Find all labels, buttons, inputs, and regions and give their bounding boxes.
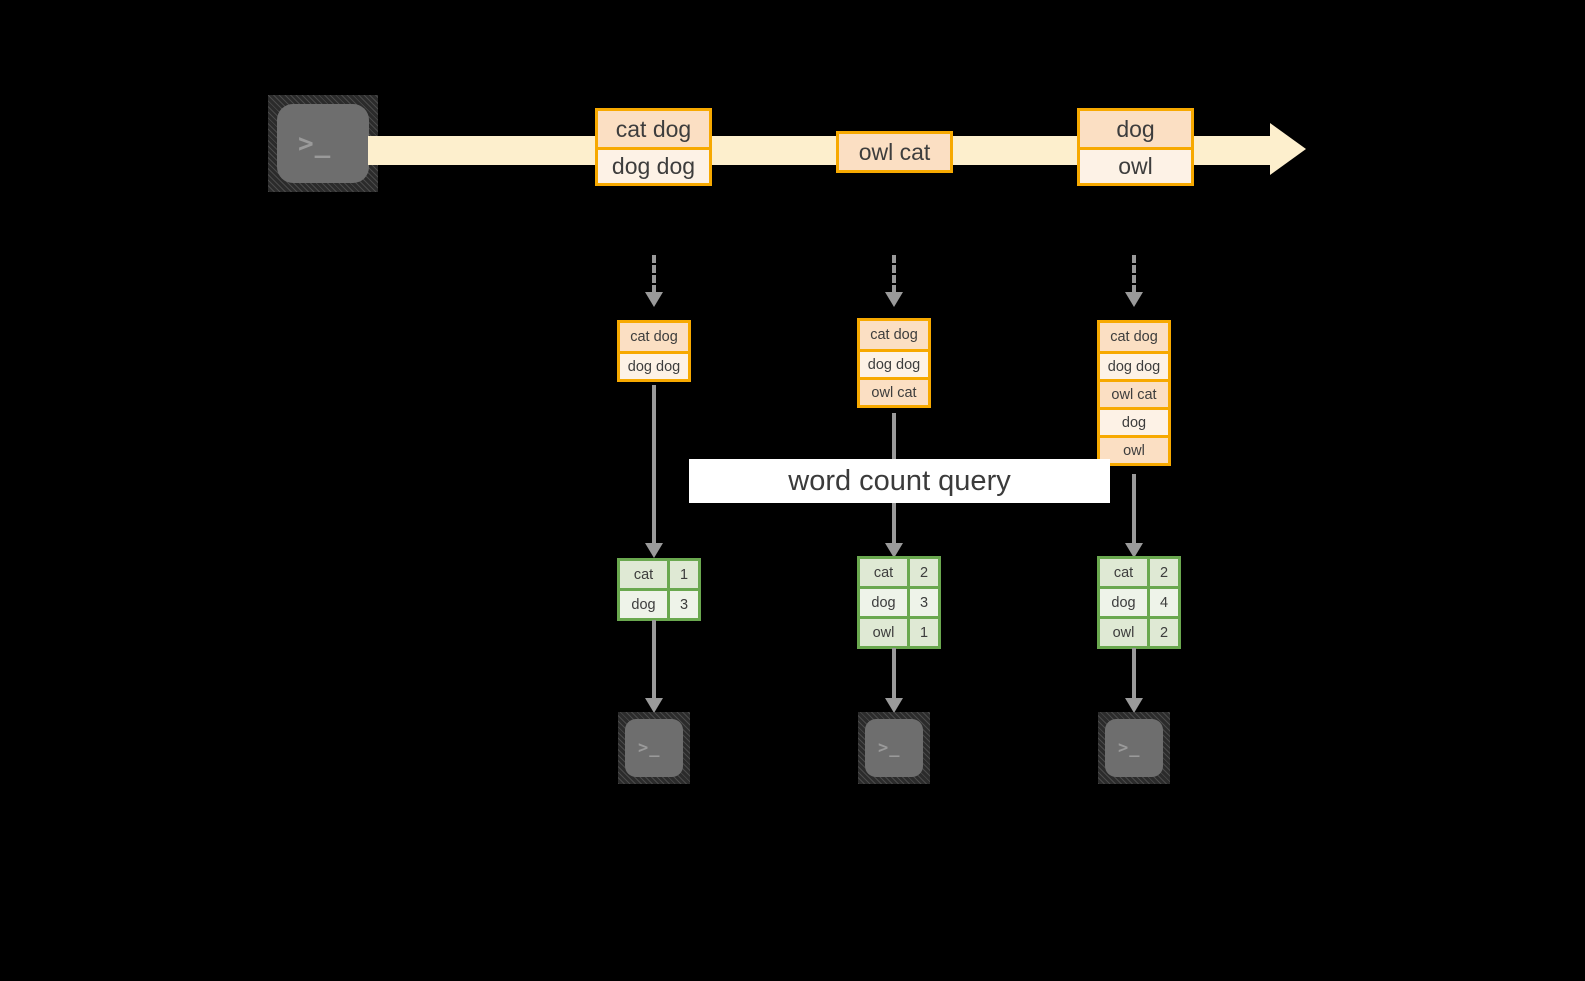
query-arrow-head-2 [885,543,903,558]
stream-record-line: dog dog [598,147,709,183]
result-word: dog [1100,589,1150,616]
result-word: dog [620,591,670,618]
result-word: cat [860,559,910,586]
stream-record-batch-1: cat dog dog dog [595,108,712,186]
result-table-2: cat 2 dog 3 owl 1 [857,556,941,649]
snapshot-input-line: cat dog [1100,323,1168,351]
query-arrow-head-1 [645,543,663,558]
result-count: 2 [1150,559,1178,586]
snapshot-3-input-box: cat dog dog dog owl cat dog owl [1097,320,1171,466]
table-row: dog 3 [620,588,698,618]
stream-record-line: owl [1080,147,1191,183]
tap-arrow-line-2 [892,255,896,293]
stream-record-batch-3: dog owl [1077,108,1194,186]
snapshot-input-line: owl cat [1100,379,1168,407]
terminal-body [865,719,923,777]
sink-terminal-icon-3: >_ [1098,712,1170,784]
snapshot-input-line: owl [1100,435,1168,463]
source-terminal-icon: >_ [268,95,378,192]
snapshot-input-line: owl cat [860,377,928,405]
snapshot-1-input-box: cat dog dog dog [617,320,691,382]
result-word: cat [1100,559,1150,586]
snapshot-input-line: dog dog [620,351,688,379]
tap-arrow-line-1 [652,255,656,293]
result-word: cat [620,561,670,588]
sink-arrow-head-1 [645,698,663,713]
result-word: owl [1100,619,1150,646]
table-row: cat 2 [1100,559,1178,586]
table-row: cat 2 [860,559,938,586]
query-arrow-line-1 [652,385,656,547]
terminal-body [1105,719,1163,777]
tap-arrow-line-3 [1132,255,1136,293]
result-count: 3 [670,591,698,618]
result-count: 1 [670,561,698,588]
terminal-prompt-glyph: >_ [1118,738,1141,758]
sink-arrow-line-3 [1132,648,1136,702]
snapshot-input-line: dog dog [860,349,928,377]
sink-arrow-head-2 [885,698,903,713]
table-row: owl 2 [1100,616,1178,646]
result-word: dog [860,589,910,616]
terminal-prompt-glyph: >_ [298,129,332,159]
snapshot-input-line: cat dog [620,323,688,351]
table-row: cat 1 [620,561,698,588]
stream-record-batch-2: owl cat [836,131,953,173]
query-label-band: word count query [689,459,1110,503]
stream-record-line: cat dog [598,111,709,147]
result-count: 1 [910,619,938,646]
tap-arrow-head-1 [645,292,663,307]
result-table-3: cat 2 dog 4 owl 2 [1097,556,1181,649]
tap-arrow-head-3 [1125,292,1143,307]
sink-arrow-line-2 [892,648,896,702]
terminal-body [625,719,683,777]
result-count: 2 [1150,619,1178,646]
result-count: 3 [910,589,938,616]
terminal-prompt-glyph: >_ [638,738,661,758]
result-table-1: cat 1 dog 3 [617,558,701,621]
query-arrow-head-3 [1125,543,1143,558]
table-row: dog 3 [860,586,938,616]
terminal-prompt-glyph: >_ [878,738,901,758]
table-row: owl 1 [860,616,938,646]
result-count: 4 [1150,589,1178,616]
snapshot-input-line: cat dog [860,321,928,349]
query-label-text: word count query [788,464,1011,497]
query-arrow-line-3 [1132,474,1136,547]
sink-terminal-icon-2: >_ [858,712,930,784]
sink-terminal-icon-1: >_ [618,712,690,784]
stream-record-line: dog [1080,111,1191,147]
table-row: dog 4 [1100,586,1178,616]
tap-arrow-head-2 [885,292,903,307]
sink-arrow-head-3 [1125,698,1143,713]
snapshot-input-line: dog dog [1100,351,1168,379]
event-stream-arrowhead [1270,123,1306,175]
result-word: owl [860,619,910,646]
sink-arrow-line-1 [652,620,656,702]
terminal-body [277,104,369,183]
stream-record-line: owl cat [839,134,950,170]
snapshot-2-input-box: cat dog dog dog owl cat [857,318,931,408]
snapshot-input-line: dog [1100,407,1168,435]
result-count: 2 [910,559,938,586]
